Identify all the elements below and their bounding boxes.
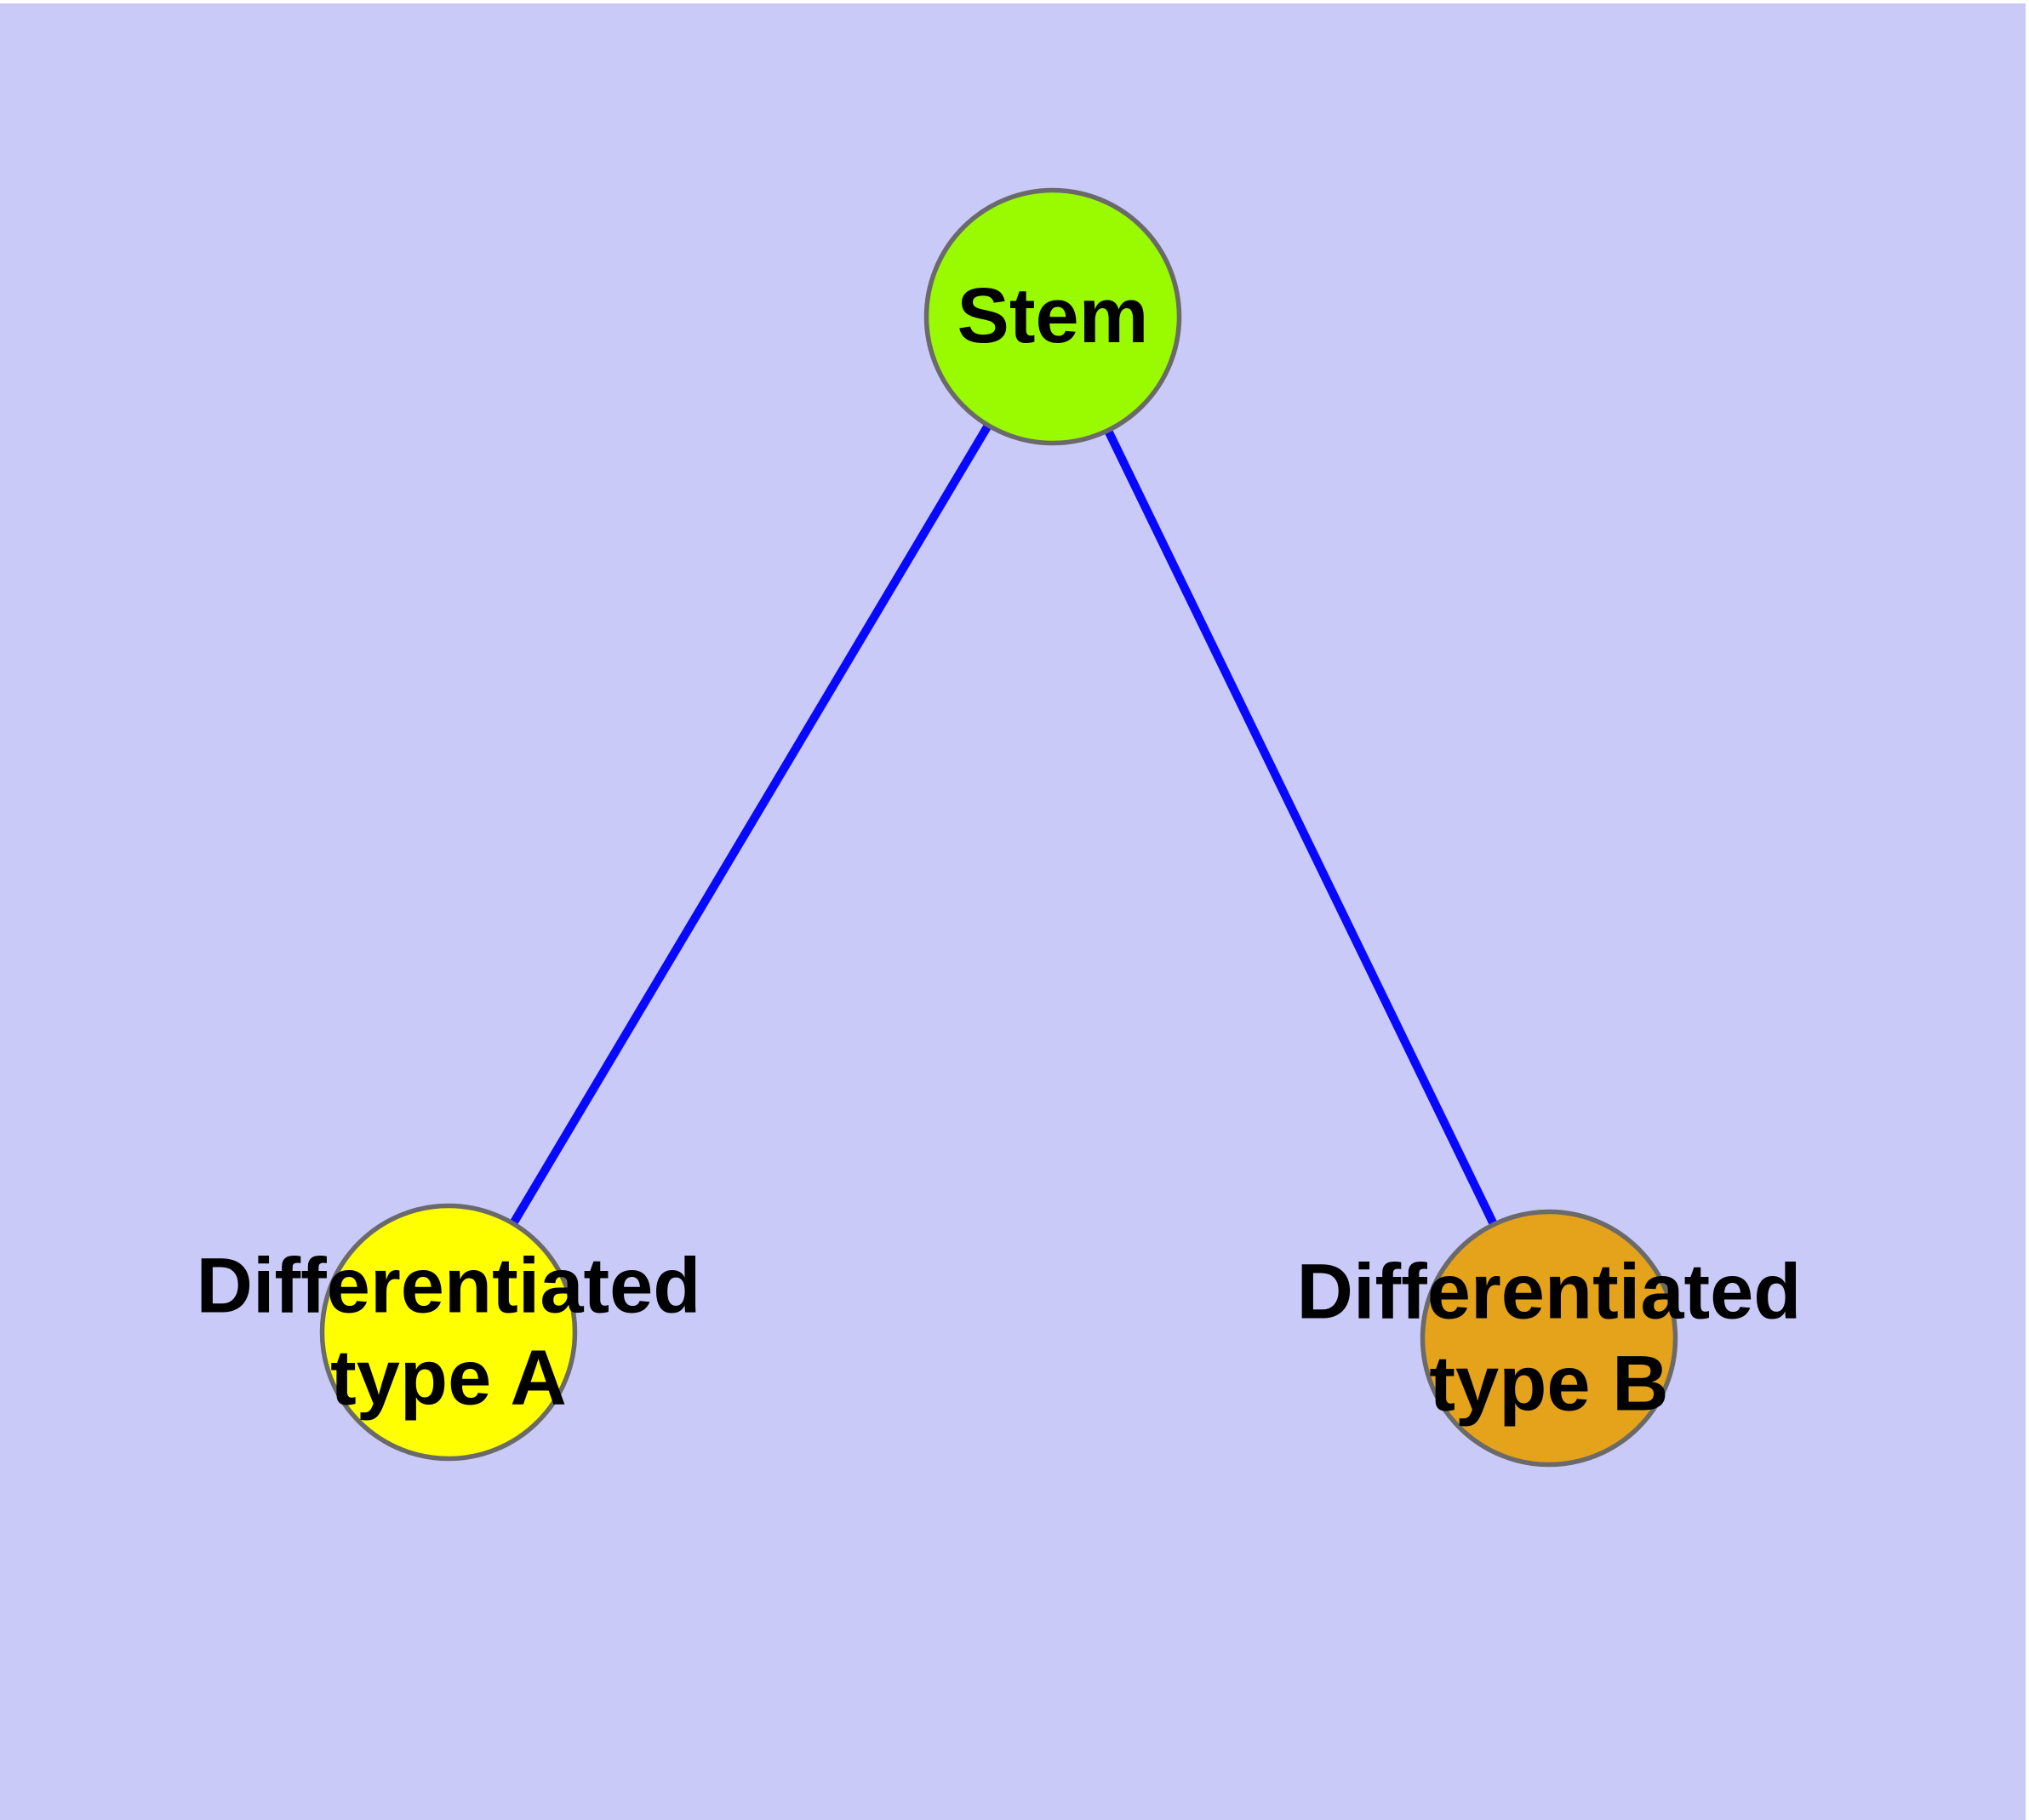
node-label-differentiated-type-a: Differentiated type A: [196, 1242, 701, 1421]
edge-stem-to-differentiated-type-a: [444, 314, 1057, 1335]
node-label-stem: Stem: [957, 272, 1149, 360]
edge-stem-to-differentiated-type-b: [1049, 314, 1553, 1341]
node-differentiated-type-a: [319, 1203, 578, 1462]
node-label-differentiated-type-b: Differentiated type B: [1296, 1248, 1802, 1427]
node-stem: [923, 187, 1182, 446]
node-differentiated-type-b: [1420, 1209, 1678, 1468]
